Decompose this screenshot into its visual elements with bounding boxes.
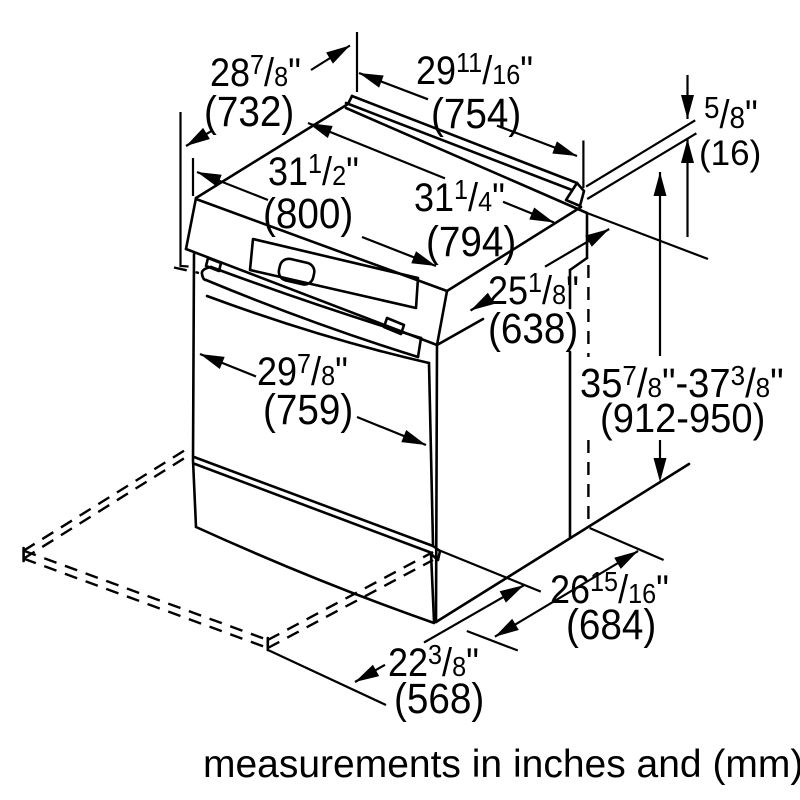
svg-text:(684): (684) <box>566 600 656 648</box>
svg-text:(16): (16) <box>699 134 761 173</box>
svg-text:357/8"-373/8": 357/8"-373/8" <box>580 360 784 406</box>
svg-text:(800): (800) <box>263 189 353 237</box>
svg-text:5/8": 5/8" <box>704 91 758 138</box>
svg-text:measurements in inches and (mm: measurements in inches and (mm) <box>203 743 800 786</box>
svg-text:(759): (759) <box>263 385 353 433</box>
svg-text:(568): (568) <box>394 674 484 722</box>
svg-text:(794): (794) <box>426 217 516 265</box>
svg-text:(732): (732) <box>204 87 294 135</box>
svg-text:(912-950): (912-950) <box>600 396 765 442</box>
svg-text:(638): (638) <box>488 304 578 352</box>
svg-text:(754): (754) <box>431 89 521 137</box>
